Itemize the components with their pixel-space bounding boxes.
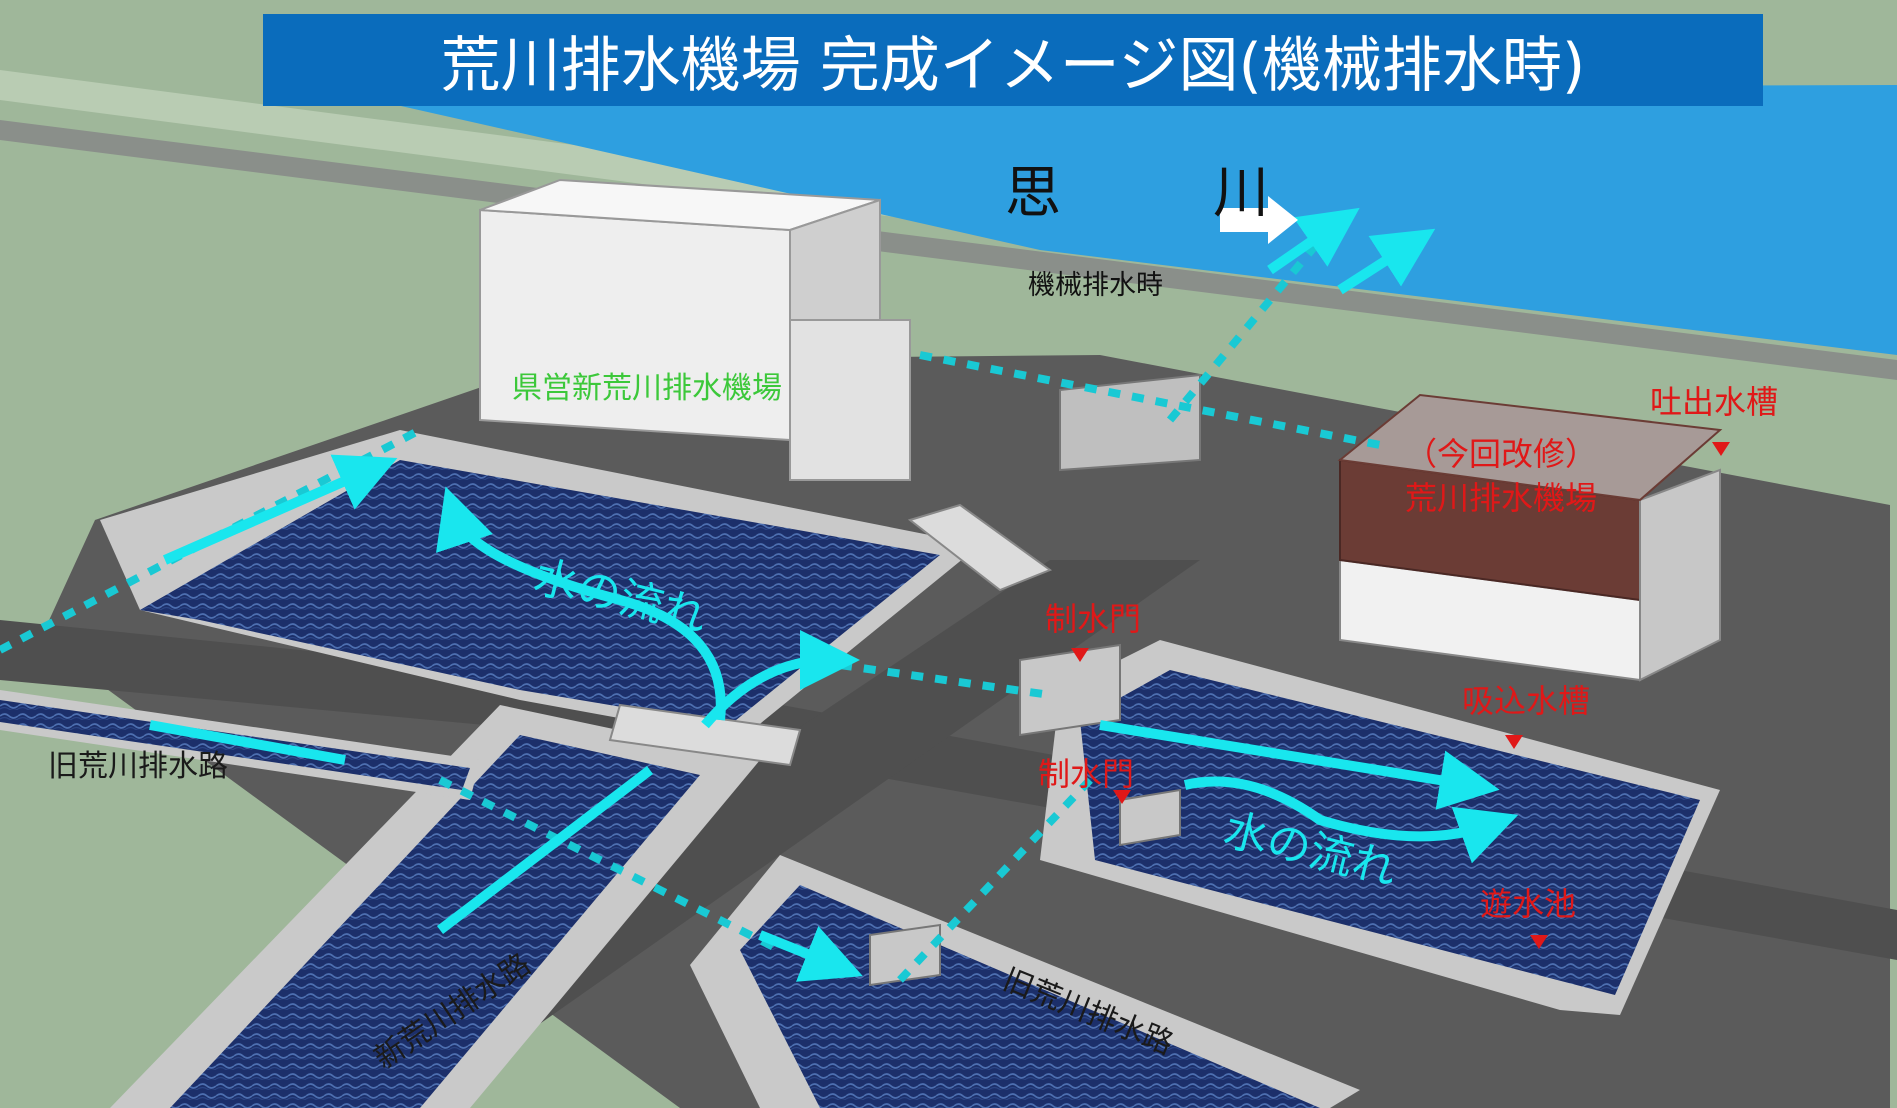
suction-tank-marker <box>1505 735 1523 749</box>
mechanical-drainage-label: 機械排水時 <box>1028 270 1163 301</box>
retention-pond-label: 遊水池 <box>1480 885 1577 923</box>
discharge-tank-marker <box>1712 442 1730 456</box>
road-horizontal <box>0 620 1897 960</box>
gate-upper-label: 制水門 <box>1045 600 1142 638</box>
pref-building-annex <box>789 319 911 481</box>
gate-lower-marker <box>1113 790 1131 804</box>
renovation-note-label: （今回改修） <box>1405 435 1598 473</box>
gate-structure-c <box>869 923 941 987</box>
old-channel-left-label: 旧荒川排水路 <box>48 749 228 784</box>
flow-arrow-curve-right <box>701 630 860 729</box>
flow-arrow-old-bottom <box>758 926 863 982</box>
gate-lower-label: 制水門 <box>1038 755 1135 793</box>
gate-structure-upper <box>1059 373 1201 472</box>
dotted-line-outlet-a <box>1166 237 1324 423</box>
prefecture-station-label: 県営新荒川排水機場 <box>512 371 782 406</box>
dotted-line-channel <box>438 776 782 954</box>
dotted-line-mid <box>839 661 1051 699</box>
flow-arrow-curve-left <box>436 486 726 721</box>
flow-arrow-river-b <box>1337 228 1436 295</box>
river <box>330 85 1897 355</box>
bridge-left <box>608 703 802 767</box>
flow-arrow-old-left <box>149 720 346 765</box>
left-basin-water <box>140 460 940 725</box>
arakawa-building-roof <box>1337 393 1723 502</box>
flow-arrow-channel <box>436 766 654 934</box>
arakawa-station-label: 荒川排水機場 <box>1405 479 1598 517</box>
suction-tank-label: 吸込水槽 <box>1462 682 1591 720</box>
arakawa-building-side <box>1639 468 1721 682</box>
flow-arrow-left-basin <box>162 454 398 565</box>
page-title: 荒川排水機場 完成イメージ図(機械排水時) <box>263 14 1763 106</box>
flow-arrow-river-a <box>1267 207 1360 275</box>
levee-road <box>0 120 1897 380</box>
discharge-tank-label: 吐出水槽 <box>1650 383 1779 421</box>
gate-upper-marker <box>1071 648 1089 662</box>
gate-structure-b <box>1119 788 1181 847</box>
bridge-center <box>907 503 1053 592</box>
river-name: 思 川 <box>1005 161 1317 226</box>
river-direction-arrow <box>1220 196 1298 244</box>
retention-pond-marker <box>1530 935 1548 949</box>
flow-arrow-right-upper <box>1099 720 1500 810</box>
dotted-line-levee <box>919 351 1381 449</box>
flow-arrow-right-lower <box>1183 776 1519 864</box>
